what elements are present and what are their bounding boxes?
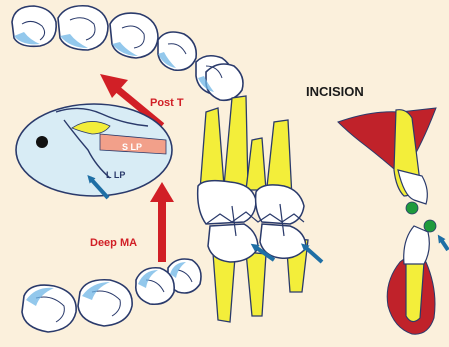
lower-crown-1 bbox=[208, 224, 258, 262]
lower-molar-2 bbox=[22, 285, 76, 332]
upper-molar-2 bbox=[58, 6, 108, 50]
contact-point-2 bbox=[424, 220, 436, 232]
post-t-label: Post T bbox=[150, 97, 184, 109]
llp-label: L LP bbox=[106, 170, 125, 180]
incision-title: INCISION bbox=[306, 84, 364, 99]
upper-crown-1 bbox=[198, 181, 256, 224]
contact-point-1 bbox=[406, 202, 418, 214]
lower-molar-1 bbox=[78, 280, 132, 326]
upper-molar-1 bbox=[12, 6, 56, 46]
lower-premolar-2 bbox=[136, 268, 174, 305]
deep-ma-label: Deep MA bbox=[90, 237, 137, 249]
upper-canine bbox=[206, 64, 243, 100]
condyle-dot bbox=[36, 136, 48, 148]
slp-label: S LP bbox=[122, 142, 142, 152]
upper-molar-3 bbox=[110, 13, 158, 58]
